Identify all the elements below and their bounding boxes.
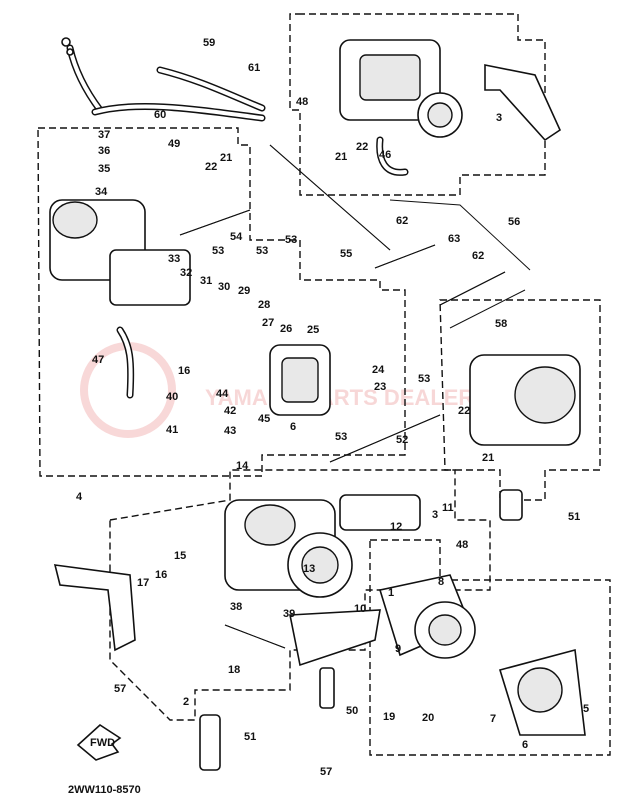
assembly-box-1 [369,539,611,756]
callout-21-3: 21 [482,452,494,464]
callout-46: 46 [379,149,391,161]
callout-10: 10 [354,603,366,615]
callout-39: 39 [283,608,295,620]
callout-51: 51 [568,511,580,523]
callout-31: 31 [200,275,212,287]
callout-60: 60 [154,109,166,121]
assembly-box-4 [37,127,406,477]
callout-20: 20 [422,712,434,724]
callout-29: 29 [238,285,250,297]
callout-58: 58 [495,318,507,330]
callout-22-3: 22 [458,405,470,417]
callout-56: 56 [508,216,520,228]
callout-42: 42 [224,405,236,417]
callout-33: 33 [168,253,180,265]
callout-3: 3 [496,112,502,124]
callout-21-2: 21 [335,151,347,163]
carburetor-4 [49,199,331,416]
callout-50: 50 [346,705,358,717]
callout-53: 53 [285,234,297,246]
callout-40: 40 [166,391,178,403]
callout-34: 34 [95,186,108,198]
callout-24: 24 [372,364,385,376]
callout-7: 7 [490,713,496,725]
callout-26: 26 [280,323,292,335]
diaphragm-assembly [199,574,586,771]
callout-57: 57 [114,683,126,695]
callout-38: 38 [230,601,242,613]
callout-47: 47 [92,354,104,366]
callout-14: 14 [236,460,249,472]
callout-35: 35 [98,163,110,175]
callout-62-2: 62 [472,250,484,262]
carburetor-2 [53,494,421,667]
linkage-rods [179,144,531,463]
callout-13: 13 [303,563,315,575]
callout-21: 21 [220,152,232,164]
callout-55: 55 [340,248,352,260]
callout-17: 17 [137,577,149,589]
callout-8: 8 [438,576,444,588]
callout-48: 48 [296,96,308,108]
callout-32: 32 [180,267,192,279]
callout-16-2: 16 [178,365,190,377]
callout-27: 27 [262,317,274,329]
callout-57-2: 57 [320,766,332,778]
callout-3-2: 3 [432,509,438,521]
callout-54: 54 [230,231,243,243]
callout-41: 41 [166,424,178,436]
assembly-box-2 [109,469,491,721]
callout-53-3: 53 [418,373,430,385]
callout-4: 4 [76,491,83,503]
callout-11: 11 [442,502,454,514]
callout-6: 6 [290,421,296,433]
callout-49: 49 [168,138,180,150]
callout-48-2: 48 [456,539,468,551]
callout-53-2: 53 [256,245,268,257]
callout-16: 16 [155,569,167,581]
callout-59: 59 [203,37,215,49]
callout-9: 9 [395,643,401,655]
fwd-direction-marker: FWD [76,723,122,761]
callout-63: 63 [448,233,460,245]
callout-51-2: 51 [244,731,256,743]
callout-15: 15 [174,550,186,562]
fuel-hoses [61,37,266,122]
callout-19: 19 [383,711,395,723]
callout-53-4: 53 [335,431,347,443]
callout-2: 2 [183,696,189,708]
callout-1: 1 [388,587,394,599]
callout-45: 45 [258,413,270,425]
callout-62: 62 [396,215,408,227]
callout-53-5: 53 [212,245,224,257]
callout-12: 12 [390,521,402,533]
callout-23: 23 [374,381,386,393]
callout-37: 37 [98,129,110,141]
callout-44: 44 [216,388,229,400]
callout-18: 18 [228,664,240,676]
callout-22: 22 [205,161,217,173]
callout-25: 25 [307,324,319,336]
callout-6-2: 6 [522,739,528,751]
callout-43: 43 [224,425,236,437]
fwd-label: FWD [90,737,115,749]
assembly-boundaries [37,13,611,756]
callout-36: 36 [98,145,110,157]
carburetor-3 [339,39,562,176]
callout-61: 61 [248,62,260,74]
callout-52: 52 [396,434,408,446]
drawing-code: 2WW110-8570 [68,784,141,796]
assembly-box-3 [289,13,546,196]
carburetor-right [469,354,581,521]
callout-28: 28 [258,299,270,311]
callout-30: 30 [218,281,230,293]
callout-22-2: 22 [356,141,368,153]
callout-5: 5 [583,703,589,715]
